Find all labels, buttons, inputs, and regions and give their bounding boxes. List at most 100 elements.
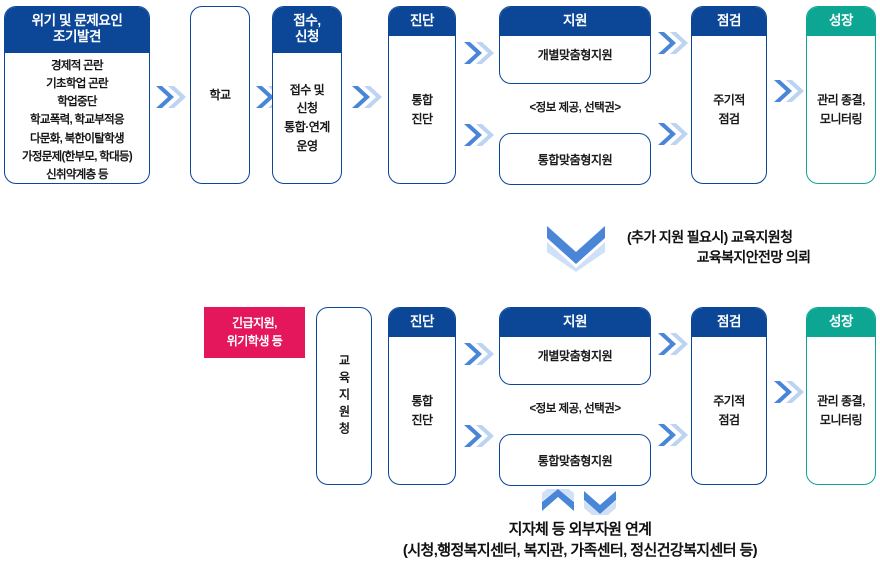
intake-body-line3: 통합·연계 [284, 119, 330, 134]
node-check-header: 점검 [692, 7, 766, 37]
footer-note-line2: (시청,행정복지센터, 복지관, 가족센터, 정신건강복지센터 등) [402, 542, 758, 559]
check-head: 점검 [716, 13, 742, 28]
chevron-right-icon [656, 28, 690, 58]
node-growth[interactable]: 성장 관리 종결, 모니터링 [806, 6, 876, 184]
node-check-2-body: 주기적 점검 [692, 337, 766, 484]
transition-note-line2: 교육복지안전망 의뢰 [696, 248, 811, 265]
intake-head-line2: 신청 [294, 29, 320, 45]
node-diagnosis[interactable]: 진단 통합 진단 [388, 6, 456, 184]
node-urgent-support[interactable]: 긴급지원, 위기학생 등 [204, 307, 305, 358]
risk-head-line2: 조기발견 [52, 29, 102, 45]
chevron-right-icon [462, 339, 496, 369]
diagnosis-2-head: 진단 [409, 314, 435, 329]
node-support-header: 지원 [500, 7, 650, 37]
node-check-body: 주기적 점검 [692, 36, 766, 183]
node-growth-body: 관리 종결, 모니터링 [807, 36, 875, 183]
node-support-2-top: 지원 개별맞춤형지원 [499, 307, 651, 385]
chevron-right-icon [656, 329, 690, 359]
node-school-label: 학교 [209, 87, 231, 102]
node-support-top: 지원 개별맞춤형지원 [499, 6, 651, 84]
node-intake-body: 접수 및 신청 통합·연계 운영 [273, 53, 341, 183]
node-education-office-body: 교육지원청 [317, 308, 371, 484]
list-item: 가정문제(한부모, 학대등) [21, 150, 133, 163]
transition-note: (추가 지원 필요시) 교육지원청 교육복지안전망 의뢰 [627, 228, 880, 267]
chevron-right-icon [462, 120, 496, 150]
node-diagnosis-2-body: 통합 진단 [389, 337, 455, 484]
list-item: 다문화, 북한이탈학생 [30, 132, 125, 145]
growth-2-body-line2: 모니터링 [819, 412, 863, 427]
risk-factor-list: 경제적 곤란 기초학업 곤란 학업중단 학교폭력, 학교부적응 다문화, 북한이… [8, 57, 146, 183]
check-body-line1: 주기적 [713, 93, 745, 108]
growth-body-line2: 모니터링 [819, 111, 863, 126]
check-2-head: 점검 [716, 314, 742, 329]
support-2-option-integrated[interactable]: 통합맞춤형지원 [499, 434, 651, 486]
urgent-line2: 위기학생 등 [226, 333, 283, 348]
growth-body-line1: 관리 종결, [817, 93, 865, 108]
check-body-line2: 점검 [718, 111, 740, 126]
check-2-body-line2: 점검 [718, 412, 740, 427]
node-risk-detection-header: 위기 및 문제요인 조기발견 [5, 7, 149, 53]
support-2-option-individual[interactable]: 개별맞춤형지원 [537, 349, 613, 364]
node-check[interactable]: 점검 주기적 점검 [691, 6, 767, 184]
support-option-individual[interactable]: 개별맞춤형지원 [537, 48, 613, 63]
chevron-right-icon [772, 377, 806, 407]
intake-body-line2: 신청 [296, 101, 318, 116]
node-support[interactable]: 지원 개별맞춤형지원 <정보 제공, 선택권> 통합맞춤형지원 [499, 6, 651, 185]
node-intake[interactable]: 접수, 신청 접수 및 신청 통합·연계 운영 [272, 6, 342, 184]
diagnosis-head: 진단 [409, 13, 435, 28]
footer-note: 지자체 등 외부자원 연계 (시청,행정복지센터, 복지관, 가족센터, 정신건… [280, 519, 880, 561]
chevron-right-icon [462, 421, 496, 451]
diagnosis-2-body-line2: 진단 [411, 412, 433, 427]
support-2-middle-note: <정보 제공, 선택권> [529, 403, 621, 415]
node-growth-2-body: 관리 종결, 모니터링 [807, 337, 875, 484]
chevron-right-icon [656, 119, 690, 149]
diagnosis-body-line2: 진단 [411, 111, 433, 126]
node-education-office-label: 교육지원청 [337, 353, 351, 439]
node-intake-header: 접수, 신청 [273, 7, 341, 53]
node-risk-detection-body: 경제적 곤란 기초학업 곤란 학업중단 학교폭력, 학교부적응 다문화, 북한이… [5, 53, 149, 183]
node-support-2[interactable]: 지원 개별맞춤형지원 <정보 제공, 선택권> 통합맞춤형지원 [499, 307, 651, 486]
chevron-right-icon [462, 38, 496, 68]
chevron-down-icon [582, 489, 618, 515]
node-school[interactable]: 학교 [190, 6, 250, 184]
urgent-line1: 긴급지원, [231, 316, 277, 331]
node-risk-detection[interactable]: 위기 및 문제요인 조기발견 경제적 곤란 기초학업 곤란 학업중단 학교폭력,… [4, 6, 150, 184]
chevron-down-icon [543, 222, 609, 274]
support-option-integrated[interactable]: 통합맞춤형지원 [499, 133, 651, 185]
node-diagnosis-2[interactable]: 진단 통합 진단 [388, 307, 456, 485]
footer-note-line1: 지자체 등 외부자원 연계 [508, 521, 652, 538]
chevron-up-icon [540, 489, 576, 515]
list-item: 학교폭력, 학교부적응 [30, 114, 125, 127]
diagnosis-body-line1: 통합 [411, 93, 433, 108]
list-item: 신취약계층 등 [46, 168, 108, 181]
node-growth-2[interactable]: 성장 관리 종결, 모니터링 [806, 307, 876, 485]
growth-2-body-line1: 관리 종결, [817, 394, 865, 409]
risk-head-line1: 위기 및 문제요인 [31, 13, 123, 28]
support-head: 지원 [562, 13, 588, 28]
node-education-office[interactable]: 교육지원청 [316, 307, 372, 485]
intake-head-line1: 접수, [293, 13, 321, 28]
intake-body-line1: 접수 및 [289, 82, 325, 97]
node-diagnosis-header: 진단 [389, 7, 455, 37]
list-item: 기초학업 곤란 [46, 78, 108, 91]
chevron-right-icon [350, 82, 384, 112]
support-middle-note: <정보 제공, 선택권> [529, 102, 621, 114]
node-diagnosis-body: 통합 진단 [389, 36, 455, 183]
intake-body-line4: 운영 [296, 138, 318, 153]
node-school-body: 학교 [191, 7, 249, 183]
node-diagnosis-2-header: 진단 [389, 308, 455, 338]
node-growth-header: 성장 [807, 7, 875, 37]
node-check-2[interactable]: 점검 주기적 점검 [691, 307, 767, 485]
diagnosis-2-body-line1: 통합 [411, 394, 433, 409]
node-growth-2-header: 성장 [807, 308, 875, 338]
chevron-right-icon [656, 420, 690, 450]
node-support-2-header: 지원 [500, 308, 650, 338]
chevron-right-icon [772, 76, 806, 106]
list-item: 경제적 곤란 [51, 59, 104, 72]
list-item: 학업중단 [57, 96, 97, 109]
chevron-right-icon [154, 82, 188, 112]
growth-2-head: 성장 [828, 314, 854, 329]
growth-head: 성장 [828, 13, 854, 28]
check-2-body-line1: 주기적 [713, 394, 745, 409]
